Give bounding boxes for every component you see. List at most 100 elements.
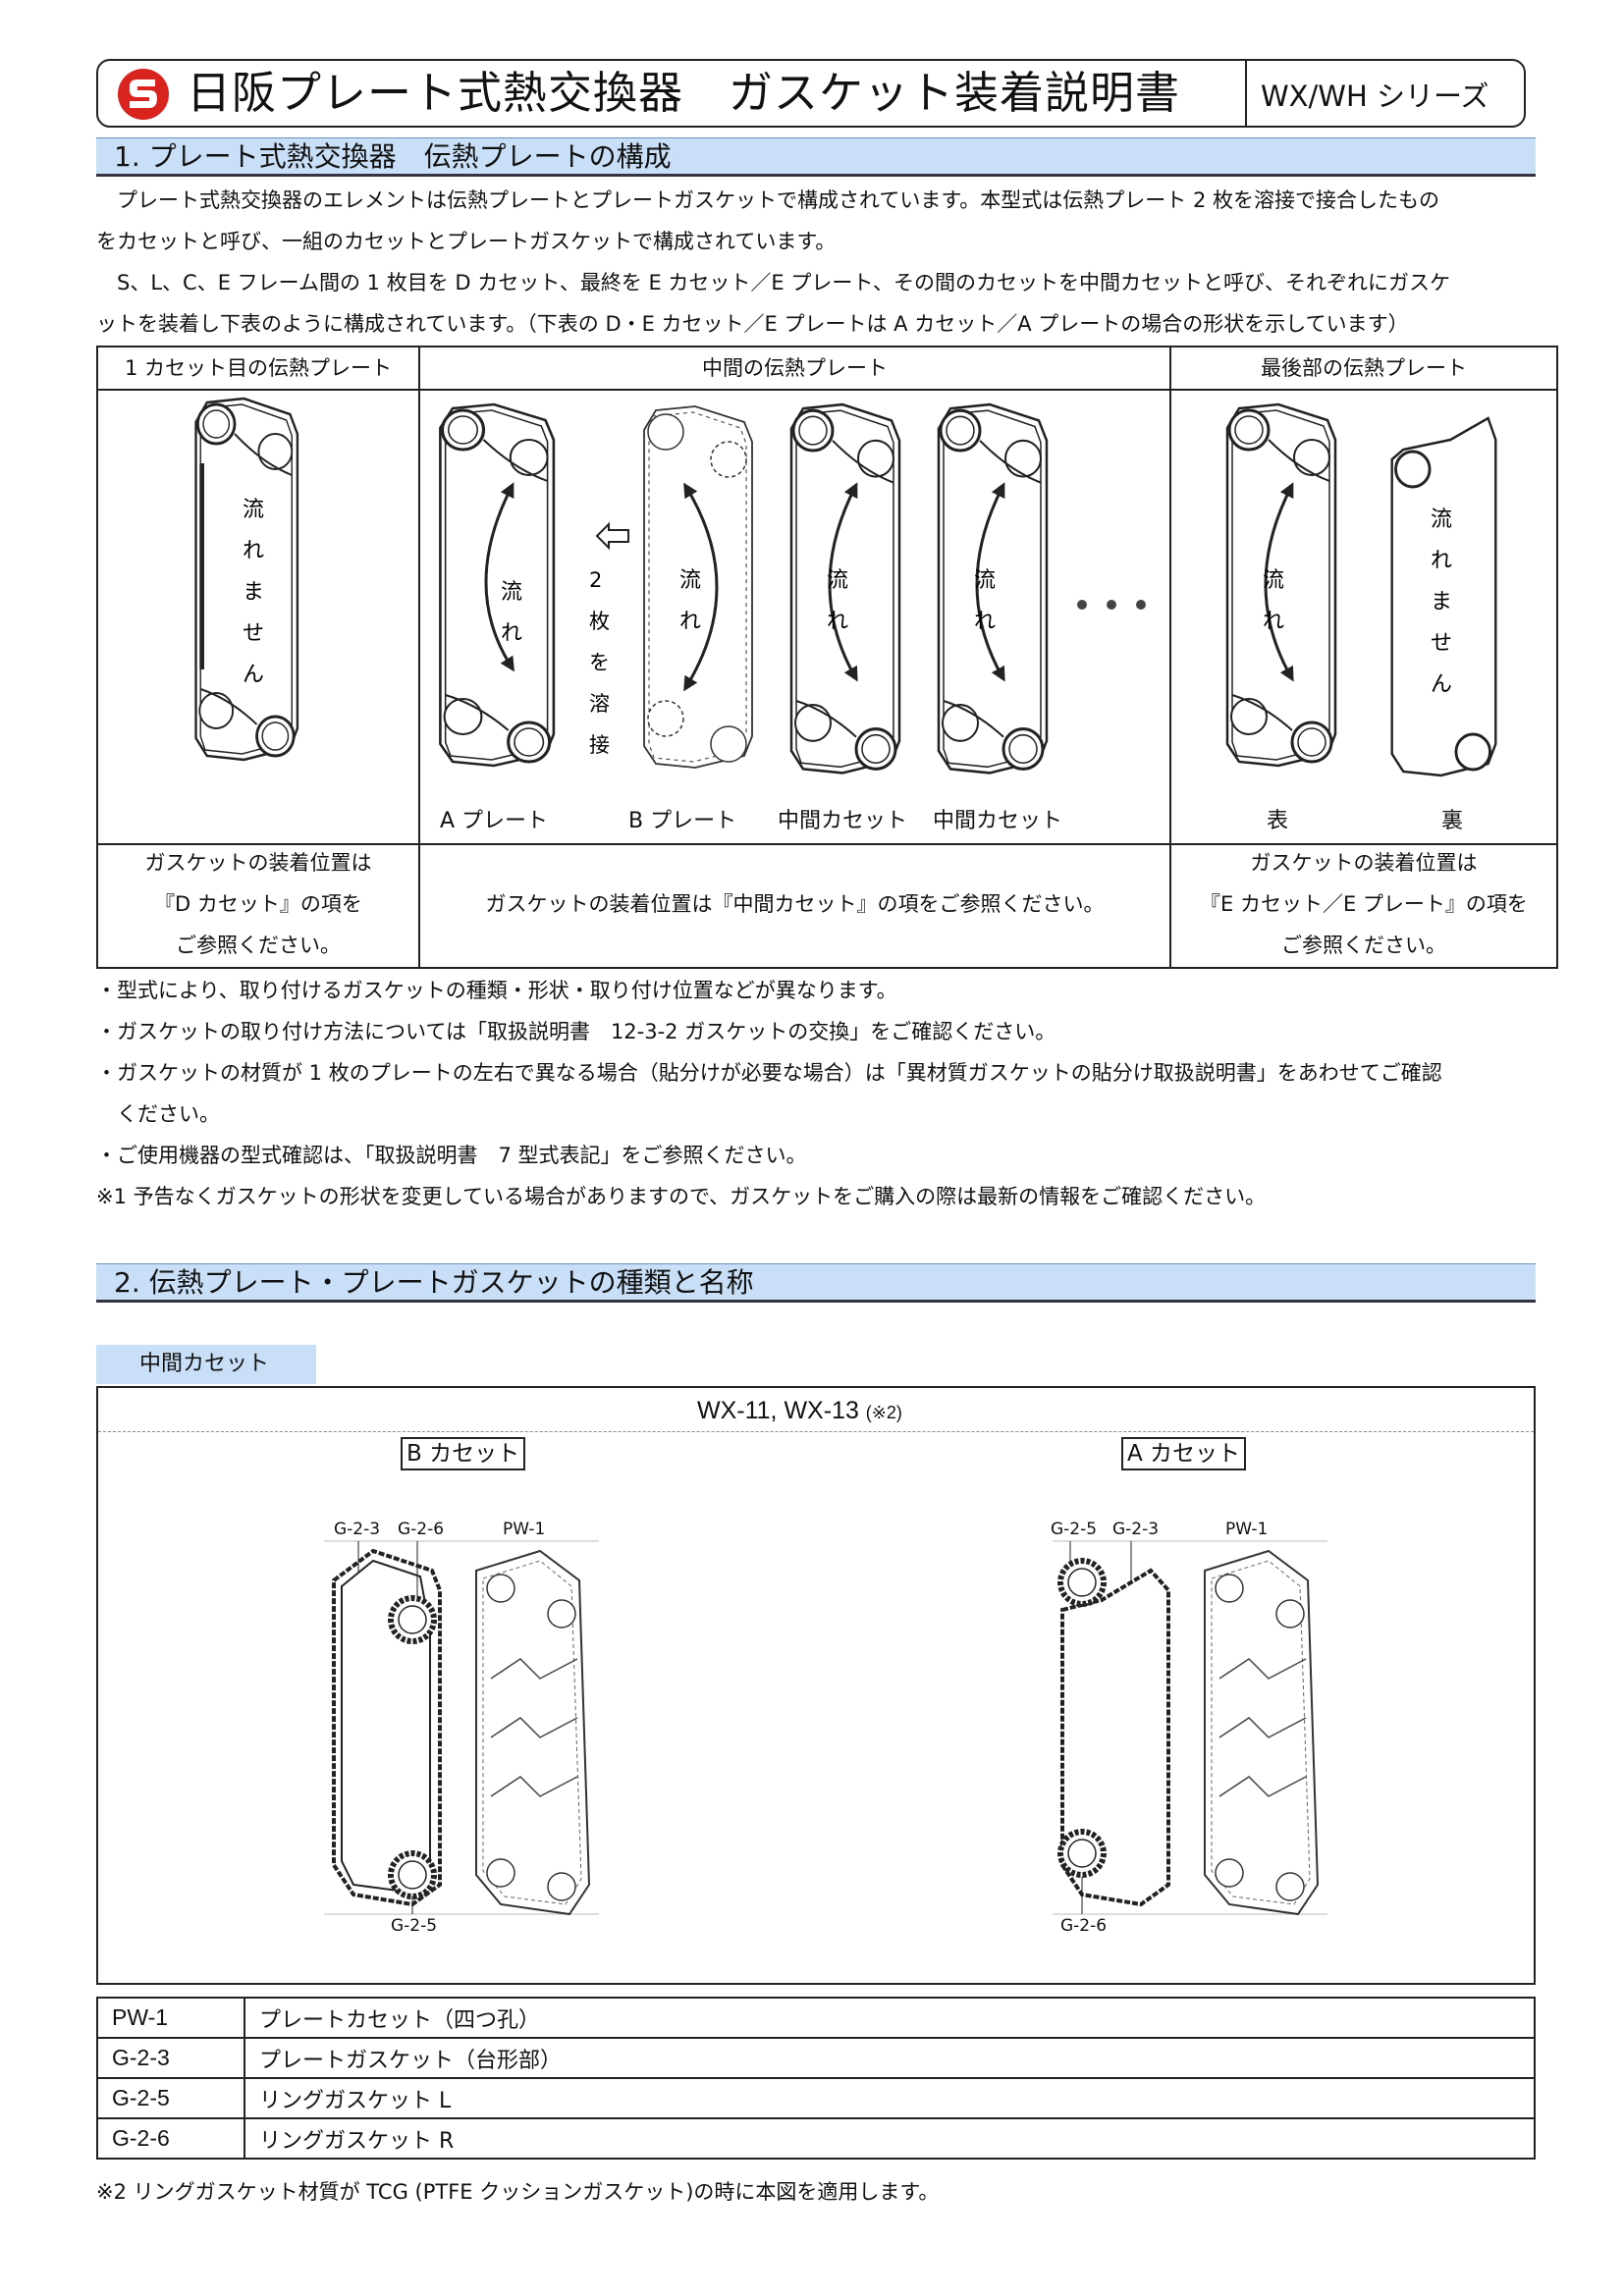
- model-title-text: WX-11, WX-13: [697, 1397, 859, 1424]
- last-plate-back-drawing: [1390, 416, 1497, 777]
- last-flow-1: 流: [1263, 568, 1284, 593]
- note-3: ・ガスケットの材質が 1 枚のプレートの左右で異なる場合（貼分けが必要な場合）は…: [96, 1061, 1442, 1085]
- part-code: G-2-6: [96, 2117, 245, 2160]
- part-name: プレートカセット（四つ孔）: [244, 1997, 1536, 2039]
- back-no-flow-4: せ: [1431, 631, 1452, 656]
- a-plate-flow-2: れ: [501, 621, 522, 646]
- table-header-middle: 中間の伝熱プレート: [702, 356, 888, 380]
- label-a-plate: A プレート: [440, 809, 549, 833]
- section-1-heading: 1. プレート式熱交換器 伝熱プレートの構成: [114, 140, 672, 173]
- back-no-flow-3: ま: [1431, 590, 1452, 614]
- label-b-plate: B プレート: [628, 809, 737, 833]
- table-header-rule: [96, 389, 1558, 391]
- b-cassette-label: B カセット: [401, 1437, 526, 1470]
- part-name: リングガスケット R: [244, 2117, 1536, 2160]
- mid2-flow-1: 流: [974, 568, 996, 593]
- b-plate-flow-2: れ: [679, 610, 701, 634]
- footer-left-line-3: ご参照ください。: [176, 934, 341, 957]
- continuation-dot-1: [1077, 600, 1087, 610]
- no-flow-char-5: ん: [243, 663, 264, 687]
- no-flow-char-3: ま: [243, 580, 264, 605]
- b-cassette-drawing: [324, 1540, 599, 1916]
- parts-table: PW-1 プレートカセット（四つ孔） G-2-3 プレートガスケット（台形部） …: [96, 1997, 1536, 2160]
- company-logo: [118, 69, 169, 120]
- continuation-dot-3: [1136, 600, 1146, 610]
- table-row: PW-1 プレートカセット（四つ孔）: [96, 1997, 1536, 2039]
- note-5: ※1 予告なくガスケットの形状を変更している場合がありますので、ガスケットをご購…: [96, 1185, 1267, 1208]
- middle-cassette-tag: 中間カセット: [96, 1345, 316, 1384]
- mid1-flow-1: 流: [827, 568, 848, 593]
- series-label: WX/WH シリーズ: [1261, 80, 1489, 113]
- footer-left-line-2: 『D カセット』の項を: [154, 892, 362, 916]
- figure-title-rule: [98, 1431, 1534, 1432]
- table-header-last: 最後部の伝熱プレート: [1261, 356, 1467, 380]
- table-footer-rule: [96, 843, 1558, 845]
- back-no-flow-5: ん: [1431, 672, 1452, 697]
- back-no-flow-1: 流: [1431, 507, 1452, 532]
- table-col-rule-1: [418, 346, 420, 969]
- label-middle-cassette-1: 中間カセット: [778, 809, 908, 833]
- weld-char-4: 溶: [589, 692, 610, 716]
- weld-char-5: 接: [589, 733, 610, 757]
- a-callout-g23: G-2-3: [1112, 1520, 1160, 1539]
- intro-line-4: ットを装着し下表のように構成されています。（下表の D・E カセット／E プレー…: [96, 312, 1409, 336]
- intro-line-3: S、L、C、E フレーム間の 1 枚目を D カセット、最終を E カセット／E…: [96, 271, 1450, 294]
- title-box: [96, 59, 1526, 128]
- part-name: プレートガスケット（台形部）: [244, 2037, 1536, 2079]
- a-callout-g25: G-2-5: [1051, 1520, 1098, 1539]
- mid1-flow-2: れ: [827, 610, 848, 634]
- b-callout-pw1: PW-1: [503, 1520, 546, 1539]
- table-row: G-2-6 リングガスケット R: [96, 2117, 1536, 2160]
- note-3-cont: ください。: [96, 1102, 220, 1126]
- a-cassette-label: A カセット: [1121, 1437, 1247, 1470]
- composition-table: [96, 346, 1558, 969]
- a-cassette-drawing: [1053, 1540, 1327, 1916]
- last-flow-2: れ: [1263, 610, 1284, 634]
- weld-char-3: を: [589, 651, 610, 674]
- table-header-first: 1 カセット目の伝熱プレート: [124, 356, 393, 380]
- table-row: G-2-5 リングガスケット L: [96, 2077, 1536, 2119]
- note-4: ・ご使用機器の型式確認は、「取扱説明書 7 型式表記」をご参照ください。: [96, 1144, 807, 1167]
- intro-line-1: プレート式熱交換器のエレメントは伝熱プレートとプレートガスケットで構成されていま…: [96, 188, 1439, 212]
- cassette-figure-box: [96, 1386, 1536, 1985]
- no-flow-char-1: 流: [243, 498, 264, 522]
- b-callout-g26: G-2-6: [398, 1520, 445, 1539]
- part-code: G-2-5: [96, 2077, 245, 2119]
- section-2-heading: 2. 伝熱プレート・プレートガスケットの種類と名称: [114, 1266, 754, 1299]
- back-no-flow-2: れ: [1431, 549, 1452, 573]
- table-row: G-2-3 プレートガスケット（台形部）: [96, 2037, 1536, 2079]
- part-name: リングガスケット L: [244, 2077, 1536, 2119]
- plate-diagrams: 流 れ ま せ ん 流 れ 2 枚 を 溶 接 流 れ 流 れ 流 れ 流 れ …: [194, 397, 1497, 777]
- no-flow-char-2: れ: [243, 539, 264, 563]
- model-title-note: (※2): [865, 1403, 902, 1422]
- section-1-heading-bar: 1. プレート式熱交換器 伝熱プレートの構成: [96, 137, 1536, 177]
- label-front: 表: [1267, 809, 1289, 833]
- note-2: ・ガスケットの取り付け方法については「取扱説明書 12-3-2 ガスケットの交換…: [96, 1020, 1056, 1043]
- footer-right-line-2: 『E カセット／E プレート』の項を: [1200, 892, 1528, 916]
- no-flow-char-4: せ: [243, 621, 264, 646]
- model-title: WX-11, WX-13 (※2): [697, 1394, 902, 1429]
- b-plate-flow-1: 流: [679, 568, 701, 593]
- a-callout-pw1: PW-1: [1225, 1520, 1269, 1539]
- footnote-2: ※2 リングガスケット材質が TCG (PTFE クッションガスケット)の時に本…: [96, 2180, 940, 2204]
- label-middle-cassette-2: 中間カセット: [933, 809, 1063, 833]
- section-2-heading-bar: 2. 伝熱プレート・プレートガスケットの種類と名称: [96, 1263, 1536, 1303]
- weld-char-2: 枚: [589, 610, 610, 633]
- footer-middle: ガスケットの装着位置は『中間カセット』の項をご参照ください。: [485, 892, 1105, 916]
- part-code: G-2-3: [96, 2037, 245, 2079]
- footer-left-line-1: ガスケットの装着位置は: [144, 851, 372, 875]
- footer-right-line-3: ご参照ください。: [1281, 934, 1446, 957]
- b-callout-g25: G-2-5: [391, 1916, 438, 1936]
- continuation-dot-2: [1107, 600, 1116, 610]
- label-back: 裏: [1441, 809, 1464, 833]
- weld-char-1: 2: [589, 568, 602, 592]
- a-plate-flow-1: 流: [501, 580, 522, 605]
- table-col-rule-2: [1169, 346, 1171, 969]
- part-code: PW-1: [96, 1997, 245, 2039]
- title-divider: [1245, 61, 1247, 126]
- b-callout-g23: G-2-3: [334, 1520, 381, 1539]
- mid2-flow-2: れ: [974, 610, 996, 634]
- note-1: ・型式により、取り付けるガスケットの種類・形状・取り付け位置などが異なります。: [96, 979, 897, 1002]
- a-plate-drawing: [438, 402, 556, 768]
- middle-cassette-tag-label: 中間カセット: [139, 1352, 270, 1376]
